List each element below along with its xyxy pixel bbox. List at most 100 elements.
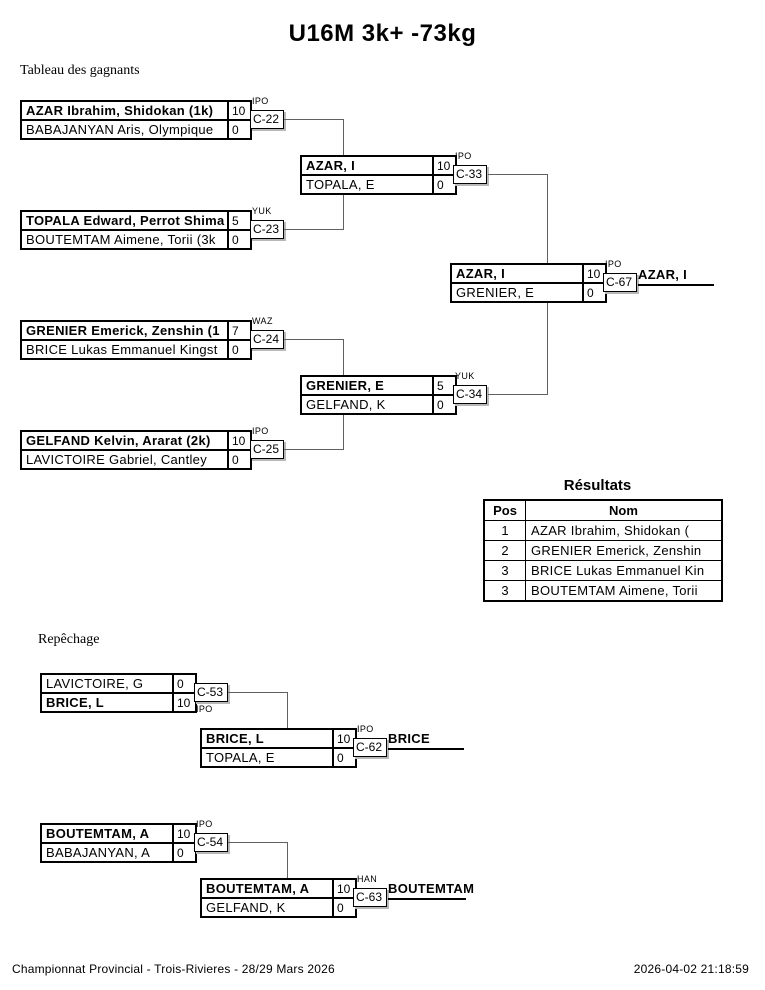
page-title: U16M 3k+ -73kg xyxy=(288,20,477,47)
competitor-name: BABAJANYAN Aris, Olympique xyxy=(22,121,229,138)
competitor-name: GELFAND, K xyxy=(202,899,334,916)
competitor-score: 10 xyxy=(232,433,246,448)
match-code-box: C-24 xyxy=(250,330,284,349)
match-code-box: C-54 xyxy=(194,833,228,852)
match-row: BRICE Lukas Emmanuel Kingst 0 xyxy=(22,341,250,358)
competitor-name: BRICE Lukas Emmanuel Kingst xyxy=(22,341,229,358)
connector-line xyxy=(287,842,288,878)
match-code-box: C-67 xyxy=(603,273,637,292)
result-type-label: IPO xyxy=(196,704,213,714)
competitor-name: BOUTEMTAM, A xyxy=(202,880,334,897)
result-position: 3 xyxy=(483,580,526,602)
match-code-box: C-63 xyxy=(353,888,387,907)
competitor-name: BOUTEMTAM Aimene, Torii (3k xyxy=(22,231,229,248)
connector-line xyxy=(343,119,344,155)
competitor-name: GELFAND Kelvin, Ararat (2k) xyxy=(22,432,229,449)
result-position: 3 xyxy=(483,560,526,581)
competitor-name: GRENIER Emerick, Zenshin (1 xyxy=(22,322,229,339)
match-c22: AZAR Ibrahim, Shidokan (1k) 10 BABAJANYA… xyxy=(20,100,252,140)
match-code-box: C-62 xyxy=(353,738,387,757)
connector-line xyxy=(488,174,548,175)
match-row-winner: BRICE, L 10 xyxy=(202,730,355,749)
match-row-winner: BRICE, L 10 xyxy=(42,694,195,711)
match-row: LAVICTOIRE, G 0 xyxy=(42,675,195,694)
result-type-label: IPO xyxy=(455,151,472,161)
results-row: 1 AZAR Ibrahim, Shidokan ( xyxy=(483,520,723,541)
match-c23: TOPALA Edward, Perrot Shima 5 BOUTEMTAM … xyxy=(20,210,252,250)
result-type-label: YUK xyxy=(252,206,272,216)
repechage-winner-label: BRICE xyxy=(388,732,464,750)
competitor-name: TOPALA, E xyxy=(302,176,434,193)
competitor-score: 0 xyxy=(337,750,344,765)
match-row-winner: AZAR, I 10 xyxy=(452,265,605,284)
competitor-name: TOPALA, E xyxy=(202,749,334,766)
footer-timestamp: 2026-04-02 21:18:59 xyxy=(633,962,749,976)
connector-line xyxy=(488,394,548,395)
competitor-score: 10 xyxy=(337,881,351,896)
connector-line xyxy=(287,692,288,728)
match-row-winner: TOPALA Edward, Perrot Shima 5 xyxy=(22,212,250,231)
results-row: 2 GRENIER Emerick, Zenshin xyxy=(483,540,723,561)
match-c33: AZAR, I 10 TOPALA, E 0 xyxy=(300,155,457,195)
competitor-name: AZAR, I xyxy=(302,157,434,174)
match-c25: GELFAND Kelvin, Ararat (2k) 10 LAVICTOIR… xyxy=(20,430,252,470)
result-type-label: HAN xyxy=(357,874,378,884)
results-table: Pos Nom 1 AZAR Ibrahim, Shidokan ( 2 GRE… xyxy=(483,499,723,602)
competitor-score: 10 xyxy=(587,266,601,281)
competitor-name: AZAR Ibrahim, Shidokan (1k) xyxy=(22,102,229,119)
match-row-winner: GELFAND Kelvin, Ararat (2k) 10 xyxy=(22,432,250,451)
competitor-score: 0 xyxy=(437,177,444,192)
repechage-winner-label: BOUTEMTAM xyxy=(388,882,474,900)
match-row: TOPALA, E 0 xyxy=(302,176,455,193)
result-type-label: IPO xyxy=(252,426,269,436)
match-code-box: C-25 xyxy=(250,440,284,459)
competitor-score: 0 xyxy=(232,452,239,467)
connector-line xyxy=(284,119,344,120)
competitor-name: LAVICTOIRE, G xyxy=(42,675,174,692)
result-name: BOUTEMTAM Aimene, Torii xyxy=(525,580,723,602)
competitor-name: BOUTEMTAM, A xyxy=(42,825,174,842)
competitor-name: BABAJANYAN, A xyxy=(42,844,174,861)
connector-line xyxy=(547,303,548,394)
match-row: LAVICTOIRE Gabriel, Cantley 0 xyxy=(22,451,250,468)
match-row: GELFAND, K 0 xyxy=(302,396,455,413)
competitor-name: GRENIER, E xyxy=(302,377,434,394)
results-header-nom: Nom xyxy=(525,499,723,521)
results-row: 3 BOUTEMTAM Aimene, Torii xyxy=(483,580,723,602)
competitor-name: BRICE, L xyxy=(202,730,334,747)
connector-line xyxy=(343,415,344,449)
connector-line xyxy=(284,339,344,340)
results-header-pos: Pos xyxy=(483,499,526,521)
result-name: AZAR Ibrahim, Shidokan ( xyxy=(525,520,723,541)
result-name: BRICE Lukas Emmanuel Kin xyxy=(525,560,723,581)
competitor-name: AZAR, I xyxy=(452,265,584,282)
competitor-score: 0 xyxy=(232,342,239,357)
result-type-label: YUK xyxy=(455,371,475,381)
competitor-name: GRENIER, E xyxy=(452,284,584,301)
results-row: 3 BRICE Lukas Emmanuel Kin xyxy=(483,560,723,581)
competitor-score: 10 xyxy=(177,826,191,841)
competitor-score: 5 xyxy=(437,378,444,393)
competitor-score: 10 xyxy=(232,103,246,118)
result-type-label: IPO xyxy=(196,819,213,829)
match-row-winner: BOUTEMTAM, A 10 xyxy=(202,880,355,899)
connector-line xyxy=(228,842,288,843)
match-c67: AZAR, I 10 GRENIER, E 0 xyxy=(450,263,607,303)
competitor-score: 10 xyxy=(437,158,451,173)
match-row-winner: AZAR Ibrahim, Shidokan (1k) 10 xyxy=(22,102,250,121)
match-code-box: C-33 xyxy=(453,165,487,184)
result-type-label: IPO xyxy=(605,259,622,269)
tournament-winner-label: AZAR, I xyxy=(638,268,714,286)
connector-line xyxy=(284,449,344,450)
match-row: GRENIER, E 0 xyxy=(452,284,605,301)
match-row: GELFAND, K 0 xyxy=(202,899,355,916)
connector-line xyxy=(228,692,288,693)
match-c34: GRENIER, E 5 GELFAND, K 0 xyxy=(300,375,457,415)
competitor-score: 0 xyxy=(337,900,344,915)
competitor-name: TOPALA Edward, Perrot Shima xyxy=(22,212,229,229)
competitor-score: 0 xyxy=(587,285,594,300)
footer-event-info: Championnat Provincial - Trois-Rivieres … xyxy=(12,962,335,976)
match-row: BOUTEMTAM Aimene, Torii (3k 0 xyxy=(22,231,250,248)
match-row-winner: GRENIER Emerick, Zenshin (1 7 xyxy=(22,322,250,341)
